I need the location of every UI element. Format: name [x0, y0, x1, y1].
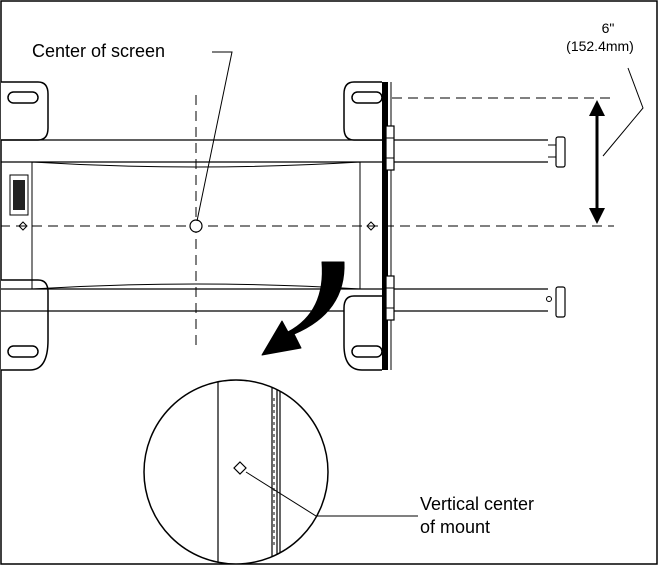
spacing-inches-label: 6": [602, 20, 615, 36]
vertical-center-label-line2: of mount: [420, 517, 490, 537]
center-of-screen-label: Center of screen: [32, 41, 165, 61]
vertical-center-label-line1: Vertical center: [420, 494, 534, 514]
right-bracket: [343, 81, 383, 371]
screen-center-marker: [189, 219, 203, 233]
spacing-mm-label: (152.4mm): [566, 38, 634, 54]
arm-end-cap-bottom: [546, 286, 566, 318]
spacing-dimension-leader: [602, 67, 644, 157]
center-of-screen-leader: [196, 51, 233, 222]
mounting-arm-bottom: [1, 288, 548, 312]
vertical-center-leader: [245, 471, 418, 517]
left-label-tag: [9, 174, 29, 216]
zoom-callout-arrow: [261, 261, 345, 356]
spacing-dimension-arrow[interactable]: [589, 100, 605, 224]
mount-center-diamond-left: [18, 221, 28, 231]
zoom-center-diamond: [233, 461, 247, 475]
mounting-arm-top: [1, 139, 548, 163]
zoom-detail-circle: [143, 379, 329, 564]
mount-center-diamond-right: [366, 221, 376, 231]
left-bracket: [1, 81, 49, 371]
arm-end-cap-top: [548, 136, 566, 168]
